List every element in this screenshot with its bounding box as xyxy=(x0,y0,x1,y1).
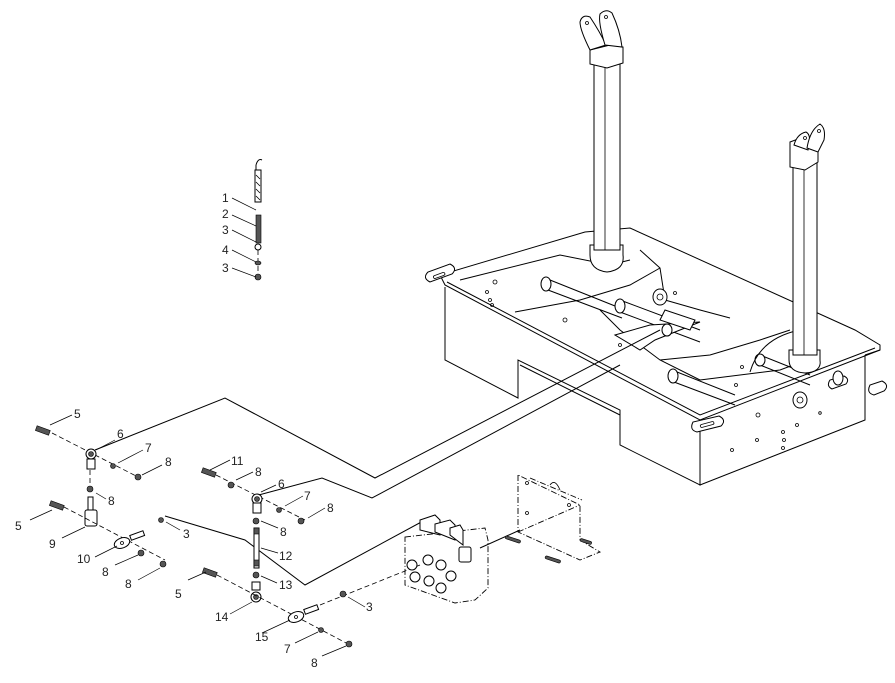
callout-8: 8 xyxy=(255,465,262,479)
callout-7: 7 xyxy=(284,642,291,656)
callout-8: 8 xyxy=(108,494,115,508)
callout-10: 10 xyxy=(77,552,91,566)
callout-3: 3 xyxy=(183,527,190,541)
spring-assembly xyxy=(254,159,263,281)
control-rods xyxy=(94,329,661,586)
callout-7: 7 xyxy=(145,441,152,455)
callout-5: 5 xyxy=(15,519,22,533)
callout-13: 13 xyxy=(279,578,293,592)
callout-15: 15 xyxy=(255,630,269,644)
callout-8: 8 xyxy=(327,501,334,515)
callout-8: 8 xyxy=(280,525,287,539)
callout-8: 8 xyxy=(311,656,318,670)
callout-2: 2 xyxy=(222,207,229,221)
left-linkage-hardware xyxy=(35,425,167,568)
callout-3: 3 xyxy=(222,223,229,237)
callout-1: 1 xyxy=(222,191,229,205)
center-linkage-hardware xyxy=(201,467,421,648)
callout-14: 14 xyxy=(215,610,229,624)
left-upright-post xyxy=(579,10,624,273)
callout-7: 7 xyxy=(304,489,311,503)
callout-11: 11 xyxy=(231,454,244,468)
callout-3: 3 xyxy=(366,600,373,614)
mounting-bracket xyxy=(504,474,602,564)
callout-labels: 1 2 3 4 3 5 6 7 8 8 5 9 10 3 8 8 11 8 6 … xyxy=(15,191,373,670)
callout-5: 5 xyxy=(175,587,182,601)
right-upright-post xyxy=(788,123,825,374)
callout-6: 6 xyxy=(278,477,285,491)
callout-4: 4 xyxy=(222,243,229,257)
callout-8: 8 xyxy=(102,565,109,579)
callout-12: 12 xyxy=(279,549,293,563)
callout-8: 8 xyxy=(165,455,172,469)
callout-9: 9 xyxy=(49,537,56,551)
callout-6: 6 xyxy=(117,427,124,441)
callout-8: 8 xyxy=(125,577,132,591)
callout-5: 5 xyxy=(74,407,81,421)
callout-leaders xyxy=(29,197,366,657)
callout-3: 3 xyxy=(222,261,229,275)
valve-block xyxy=(404,514,521,604)
chassis-frame xyxy=(424,227,888,486)
